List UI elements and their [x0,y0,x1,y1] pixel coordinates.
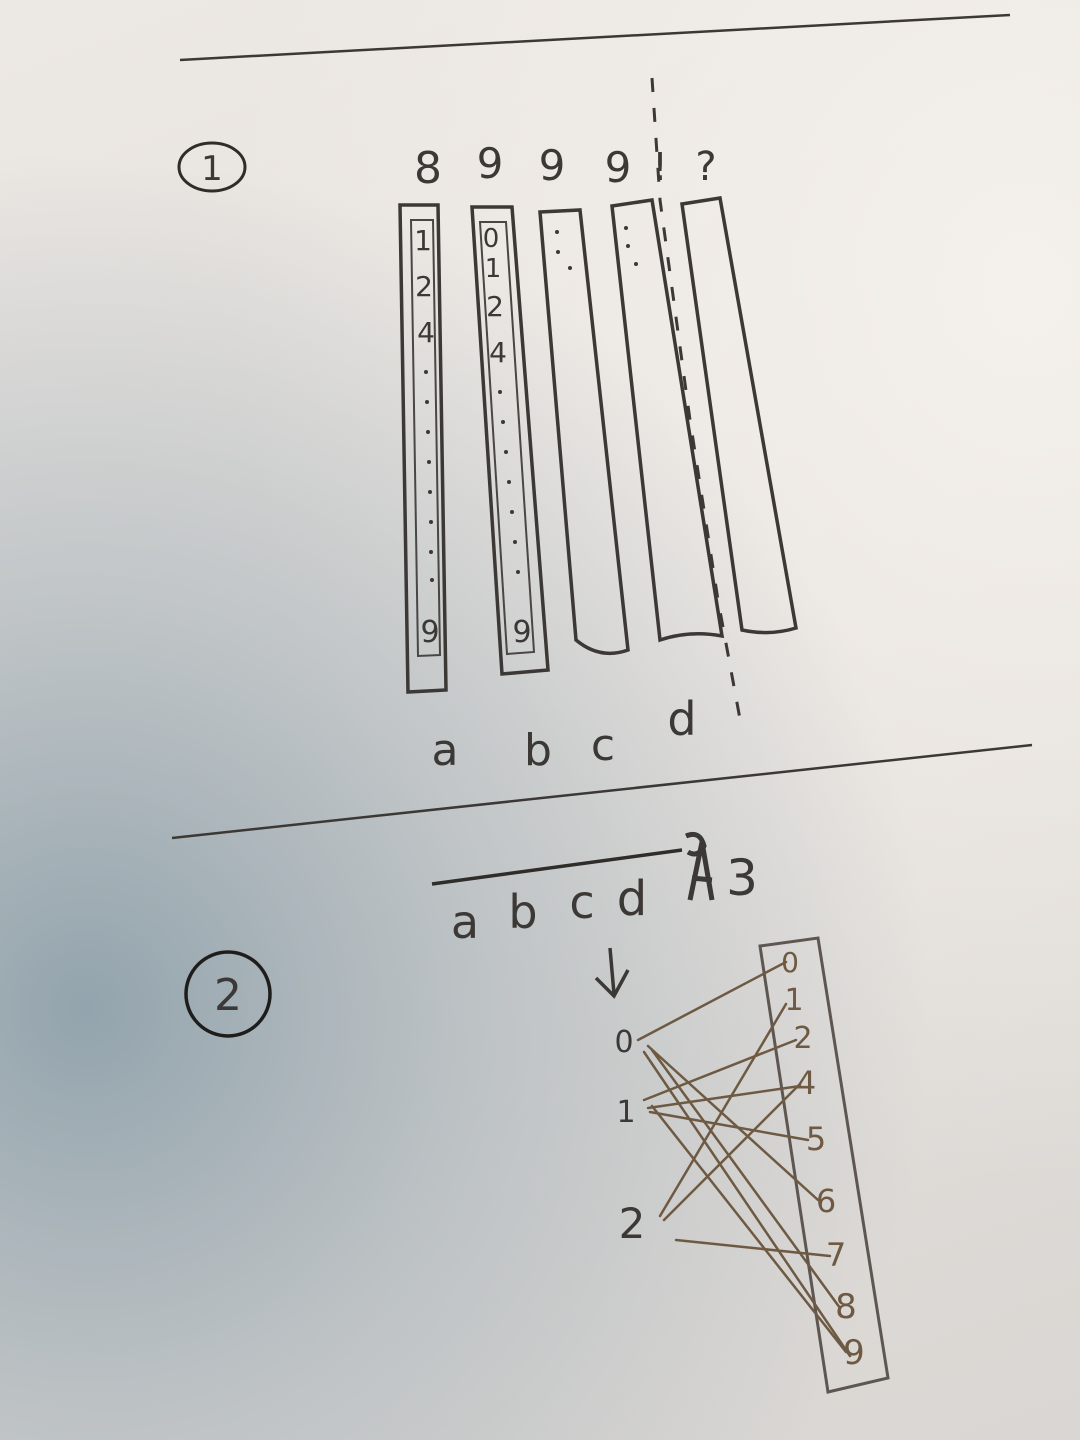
column-unknown-shape [680,196,798,635]
connection-1-to-4 [646,1084,802,1110]
column-label-a: 8 [414,143,442,194]
column-b-value-2: 2 [486,290,504,323]
header-letter-a: a [451,895,479,949]
connection-2-to-7 [674,1238,832,1258]
bottom-letter-b: b [524,725,552,776]
connection-0-to-8 [650,1048,842,1310]
right-digit-6: 6 [816,1182,836,1220]
column-a-value-2: 4 [417,316,435,349]
column-a-value-0: 1 [414,224,432,257]
left-digit-1: 1 [616,1095,635,1130]
connection-1-to-2 [642,1038,798,1102]
column-b-rect [470,205,550,676]
column-label-c: 9 [539,141,566,190]
right-digit-5: 5 [806,1120,826,1158]
column-a-dots [424,370,434,582]
column-d-shape [610,198,725,643]
right-digit-0: 0 [781,946,799,979]
header-letter-c: c [569,875,594,929]
column-a-value-1: 2 [415,270,433,303]
column-b-value-1: 1 [485,254,502,284]
down-arrow-icon [594,947,630,999]
right-digit-1: 1 [784,983,803,1018]
middle-divider-line [171,743,1033,840]
right-digit-4: 4 [796,1064,816,1102]
column-a-inner [409,219,442,658]
column-b-value-0: 0 [483,224,500,254]
bottom-letter-a: a [432,725,459,776]
bottom-letter-d: d [667,692,696,746]
column-b-inner [478,221,536,656]
connection-1-to-9 [650,1104,848,1354]
connection-0-to-0 [636,960,788,1042]
header-letter-d: d [617,871,647,927]
connection-2-to-1 [658,1002,788,1218]
right-digit-8: 8 [835,1287,857,1327]
right-digit-9: 9 [843,1333,865,1373]
header-number: 3 [726,849,758,907]
column-c-dots [555,230,572,270]
column-b-value-3: 4 [489,336,507,369]
column-c-shape [538,208,630,656]
divider-exclamation: ! [652,145,667,189]
right-digits-box [758,936,890,1394]
column-label-b: 9 [477,139,504,188]
crossed-out-mark [685,831,715,901]
column-d-dots [624,226,638,266]
section-2-marker: 2 [214,970,242,1021]
bottom-letter-c: c [591,720,615,771]
column-b-value-4: 9 [512,615,531,650]
column-b-dots [498,390,520,574]
section-2-marker-circle [184,950,272,1038]
top-divider-line [179,13,1011,62]
connection-0-to-6 [646,1044,820,1202]
connection-2-to-4 [662,1082,802,1222]
section-1-marker: 1 [201,149,223,189]
section-1-marker-circle [177,141,247,193]
dashed-divider [650,77,744,731]
header-overline [431,848,683,886]
column-label-d: 9 [605,143,632,192]
right-digit-2: 2 [793,1021,812,1056]
column-a-rect [398,203,448,694]
connection-1-to-5 [648,1110,810,1142]
left-digit-2: 2 [619,1199,646,1248]
digit-connections [636,960,852,1358]
header-letter-b: b [508,885,537,939]
left-digit-0: 0 [614,1025,633,1060]
right-digit-7: 7 [826,1236,846,1274]
column-label-unknown: ? [695,144,716,190]
column-a-value-3: 9 [420,615,439,650]
